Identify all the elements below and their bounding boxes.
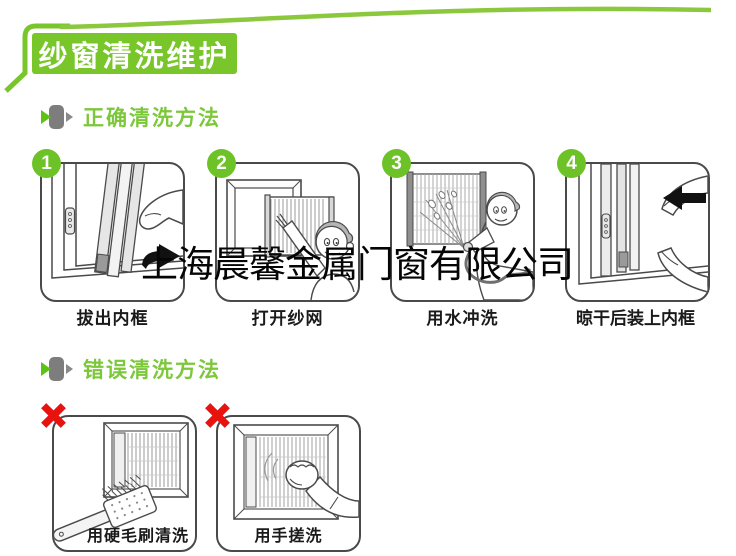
step-badge-3: 3 <box>382 149 411 178</box>
step-caption-2: 打开纱网 <box>251 309 324 328</box>
step-caption-3: 用水冲洗 <box>426 309 499 328</box>
step-panel-4 <box>565 162 710 302</box>
hand-scrubbing-illustration <box>233 424 359 520</box>
page-title: 纱窗清洗维护 <box>32 33 237 74</box>
wrong-panel-brush: 用硬毛刷清洗 <box>52 415 197 552</box>
page-title-label: 纱窗清洗维护 <box>38 40 231 73</box>
step-number: 3 <box>391 152 402 174</box>
section-header-wrong-methods: 错误清洗方法 <box>40 354 221 384</box>
bullet-arrow-icon <box>41 357 73 381</box>
step-panel-2 <box>215 162 360 302</box>
step-caption-1: 拔出内框 <box>76 309 149 328</box>
step-badge-4: 4 <box>557 149 586 178</box>
pull-out-inner-frame-illustration <box>51 164 183 279</box>
red-cross-icon <box>41 403 66 428</box>
step-panel-1 <box>40 162 185 302</box>
step-caption-4: 晾干后装上内框 <box>576 309 695 328</box>
section-label-wrong: 错误清洗方法 <box>83 359 221 382</box>
step-badge-1: 1 <box>32 149 61 178</box>
step-panel-3 <box>390 162 535 302</box>
bullet-arrow-icon <box>41 105 73 129</box>
step-number: 1 <box>41 152 52 174</box>
rinse-with-water-illustration <box>406 171 533 300</box>
hard-brush-illustration <box>54 422 189 542</box>
step-number: 4 <box>566 152 577 174</box>
reinstall-frame-illustration <box>578 164 708 293</box>
wrong-caption-hand: 用手搓洗 <box>254 528 323 545</box>
section-label-correct: 正确清洗方法 <box>83 107 221 130</box>
wrong-panel-hand: 用手搓洗 <box>216 415 361 552</box>
step-badge-2: 2 <box>207 149 236 178</box>
red-cross-icon <box>205 403 230 428</box>
open-screen-mesh-illustration <box>226 179 355 300</box>
arrow-right-icon <box>142 244 180 269</box>
arrow-left-icon <box>663 186 706 210</box>
step-number: 2 <box>216 152 227 174</box>
section-header-correct-methods: 正确清洗方法 <box>40 102 221 132</box>
wrong-caption-brush: 用硬毛刷清洗 <box>86 528 189 545</box>
